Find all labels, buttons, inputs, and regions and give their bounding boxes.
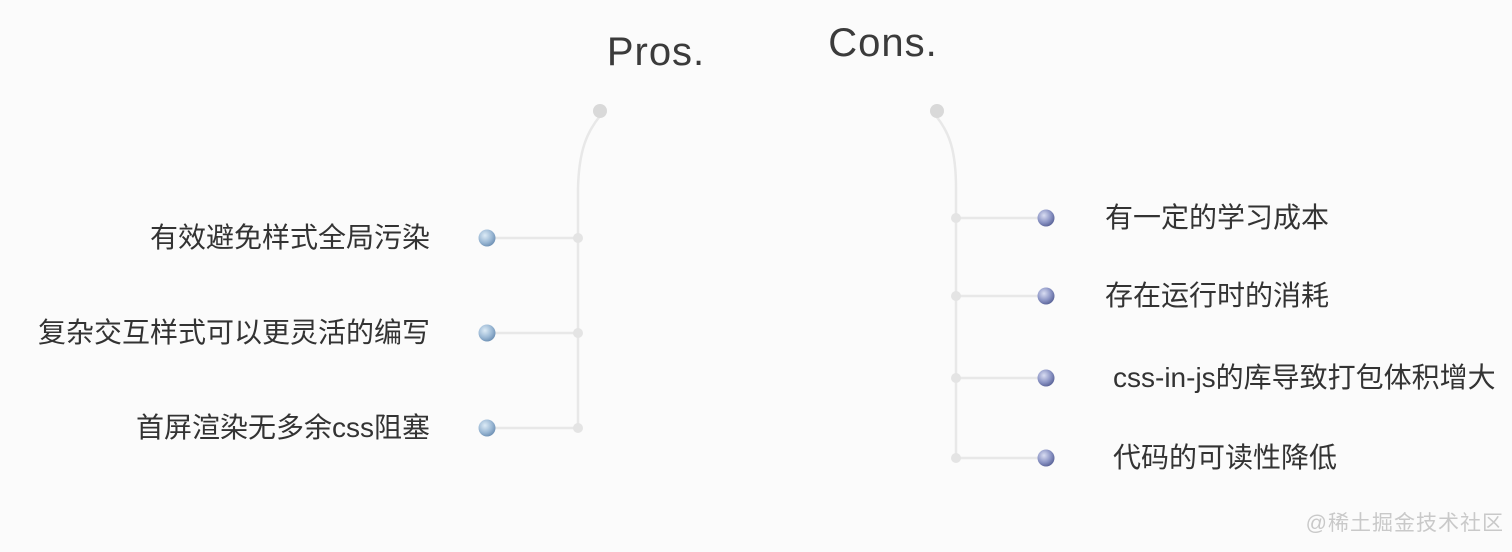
pros-node-flexible-interactive-styles: 复杂交互样式可以更灵活的编写 [37,317,430,348]
cons-bullet-dot [1037,287,1055,305]
cons-node-learning-cost: 有一定的学习成本 [1105,202,1330,233]
pros-node-avoid-global-pollution: 有效避免样式全局污染 [149,222,430,253]
junction-dot [951,291,961,301]
cons-branch-title: Cons. [828,21,938,65]
junction-dot [573,328,583,338]
junction-dot [951,453,961,463]
cons-node-reduced-readability: 代码的可读性降低 [1113,442,1338,473]
cons-bullet-dot [1037,369,1055,387]
cons-bar-end-dot [930,104,944,118]
junction-dot [573,233,583,243]
pros-bullet-dot [478,324,496,342]
cons-trunk-line [934,114,958,460]
pros-bar-end-dot [593,104,607,118]
pros-trunk-line [576,114,602,430]
junction-dot [951,373,961,383]
pros-bullet-dot [478,229,496,247]
junction-dot [573,423,583,433]
pros-node-no-extra-css-blocking: 首屏渲染无多余css阻塞 [135,412,430,443]
cons-bullet-dot [1037,449,1055,467]
pros-branch-title: Pros. [606,30,706,74]
cons-branch-connector [825,104,1055,467]
pros-bullet-dot [478,419,496,437]
juejin-watermark: @稀土掘金技术社区 [1305,512,1504,535]
cons-node-bundle-size-increase: css-in-js的库导致打包体积增大 [1113,362,1496,393]
cons-node-runtime-overhead: 存在运行时的消耗 [1105,280,1330,311]
pros-branch-connector [478,104,709,437]
cons-bullet-dot [1037,209,1055,227]
junction-dot [951,213,961,223]
